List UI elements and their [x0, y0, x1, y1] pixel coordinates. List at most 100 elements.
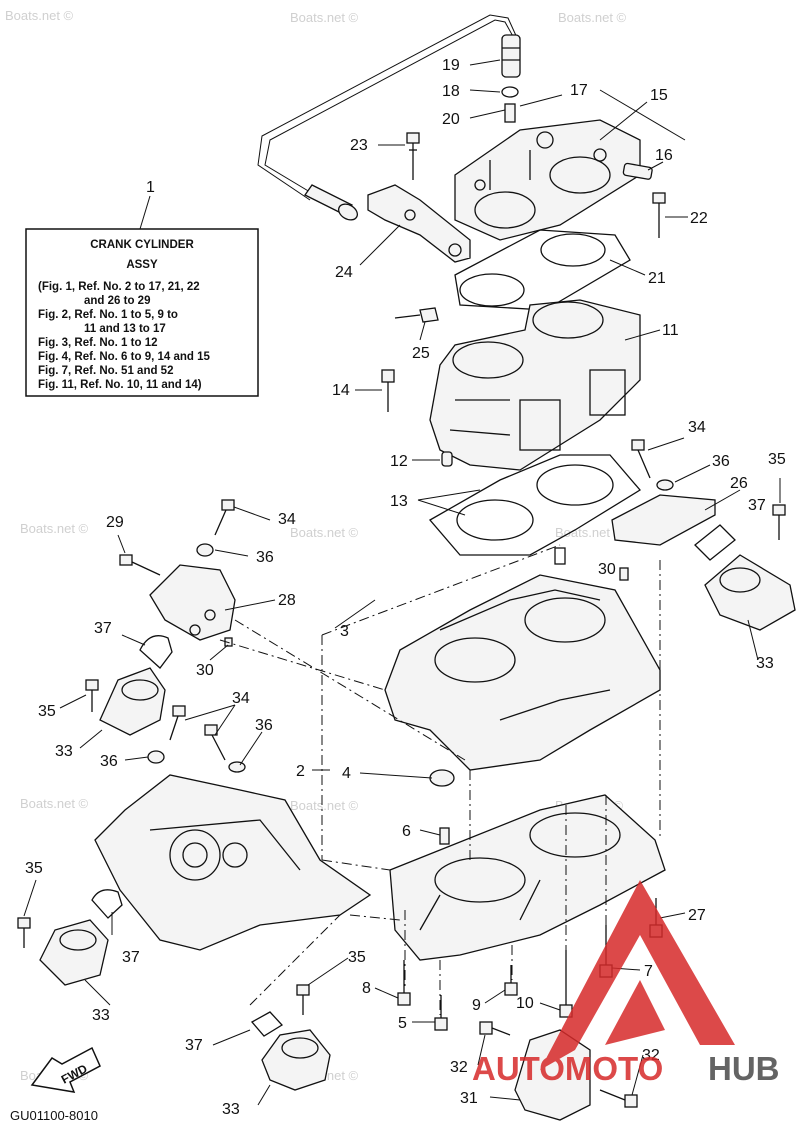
dowel-pin: [619, 567, 629, 581]
bolt: [204, 724, 226, 761]
callout-label: 27: [688, 907, 706, 924]
legend-line: 11 and 13 to 17: [84, 323, 166, 335]
callout-label: 33: [92, 1007, 110, 1024]
bolt: [504, 965, 518, 996]
callout-label: 36: [255, 717, 273, 734]
callout-label: 26: [730, 475, 748, 492]
engine-mount-bracket: [611, 494, 716, 546]
legend-subtitle: ASSY: [126, 259, 158, 271]
callout-label: 30: [598, 561, 616, 578]
callout-label: 8: [362, 980, 371, 997]
damper-plate: [694, 524, 736, 561]
watermark: Boats.net ©: [290, 798, 359, 813]
callout-label: 10: [516, 995, 534, 1012]
bolt: [772, 504, 786, 540]
damper-plate: [250, 1011, 284, 1037]
callout-label: 36: [712, 453, 730, 470]
hose-fitting: [501, 34, 521, 78]
callout-label: 33: [756, 655, 774, 672]
thermo-sensor: [622, 162, 653, 180]
bolt: [406, 132, 420, 180]
callout-label: 30: [196, 662, 214, 679]
callout-label: 14: [332, 382, 350, 399]
callout-label: 37: [122, 949, 140, 966]
callout-label: 35: [25, 860, 43, 877]
callout-label: 20: [442, 111, 460, 128]
watermark: Boats.net ©: [20, 796, 89, 811]
engine-hanger-bracket: [367, 184, 471, 263]
legend-line: (Fig. 1, Ref. No. 2 to 17, 21, 22: [38, 281, 200, 293]
callout-label: 5: [398, 1015, 407, 1032]
callout-labels: 19 18 20 17 15 23 16 22 24 21 25 11 14 1…: [25, 57, 786, 1118]
engine-mount: [39, 919, 109, 986]
callout-label: 11: [662, 322, 679, 339]
callout-label: 22: [690, 210, 708, 227]
collar: [196, 543, 214, 557]
mount-bracket: [514, 1029, 591, 1121]
legend-line: Fig. 2, Ref. No. 1 to 5, 9 to: [38, 309, 178, 321]
legend-line: Fig. 4, Ref. No. 6 to 9, 14 and 15: [38, 351, 211, 363]
callout-label: 36: [100, 753, 118, 770]
legend-line: Fig. 3, Ref. No. 1 to 12: [38, 337, 158, 349]
alignment-lines: [219, 544, 661, 1015]
watermark: Boats.net ©: [5, 8, 74, 23]
bolt: [85, 679, 99, 712]
legend-line: and 26 to 29: [84, 295, 150, 307]
callout-label: 19: [442, 57, 460, 74]
callout-label: 34: [278, 511, 296, 528]
callout-label: 18: [442, 83, 460, 100]
callout-label: 23: [350, 137, 368, 154]
bolt: [397, 960, 411, 1006]
engine-mount-bracket: [149, 564, 236, 641]
callout-label: 33: [55, 743, 73, 760]
bolt: [631, 439, 651, 479]
callout-label: 16: [655, 147, 673, 164]
hose-route-line-2: [257, 14, 519, 201]
callout-label: 3: [340, 623, 349, 640]
callout-label: 2: [296, 763, 305, 780]
bolt: [381, 369, 395, 412]
callout-label: 1: [146, 179, 155, 196]
callout-label: 7: [644, 963, 653, 980]
legend-line: Fig. 7, Ref. No. 51 and 52: [38, 365, 173, 377]
callout-label: 13: [390, 493, 408, 510]
engine-mount: [99, 667, 166, 736]
bush: [429, 769, 455, 787]
callout-label: 31: [460, 1090, 478, 1107]
callout-label: 15: [650, 87, 668, 104]
collar: [228, 761, 246, 773]
bolt: [17, 917, 31, 948]
bolt: [434, 995, 448, 1031]
dowel-pin: [439, 827, 450, 845]
callout-label: 37: [94, 620, 112, 637]
watermark: Boats.net ©: [555, 525, 624, 540]
callout-label: 35: [768, 451, 786, 468]
engine-mount: [261, 1029, 331, 1091]
collar: [147, 750, 165, 764]
hose-route-line: [264, 19, 516, 196]
crankcase-lower: [389, 794, 666, 961]
head-gasket: [454, 229, 631, 311]
engine-mount: [704, 554, 796, 631]
callout-label: 34: [232, 690, 250, 707]
callout-label: 29: [106, 514, 124, 531]
diagram-code: GU01100-8010: [10, 1108, 98, 1123]
legend-title: CRANK CYLINDER: [90, 239, 194, 251]
logo-text-dark: HUB: [708, 1050, 780, 1087]
callout-label: 12: [390, 453, 408, 470]
callout-label: 37: [748, 497, 766, 514]
callout-label: 9: [472, 997, 481, 1014]
damper-plate: [139, 635, 173, 669]
callout-label: 21: [648, 270, 666, 287]
callout-label: 32: [642, 1047, 660, 1064]
callout-label: 37: [185, 1037, 203, 1054]
water-hose-left: [304, 184, 358, 221]
watermark: Boats.net ©: [558, 10, 627, 25]
callout-label: 6: [402, 823, 411, 840]
cylinder-block: [429, 299, 641, 471]
callout-label: 35: [348, 949, 366, 966]
leader-lines: [23, 59, 781, 1106]
callout-label: 33: [222, 1101, 240, 1118]
damper-plate: [91, 889, 123, 919]
watermark: Boats.net ©: [290, 10, 359, 25]
